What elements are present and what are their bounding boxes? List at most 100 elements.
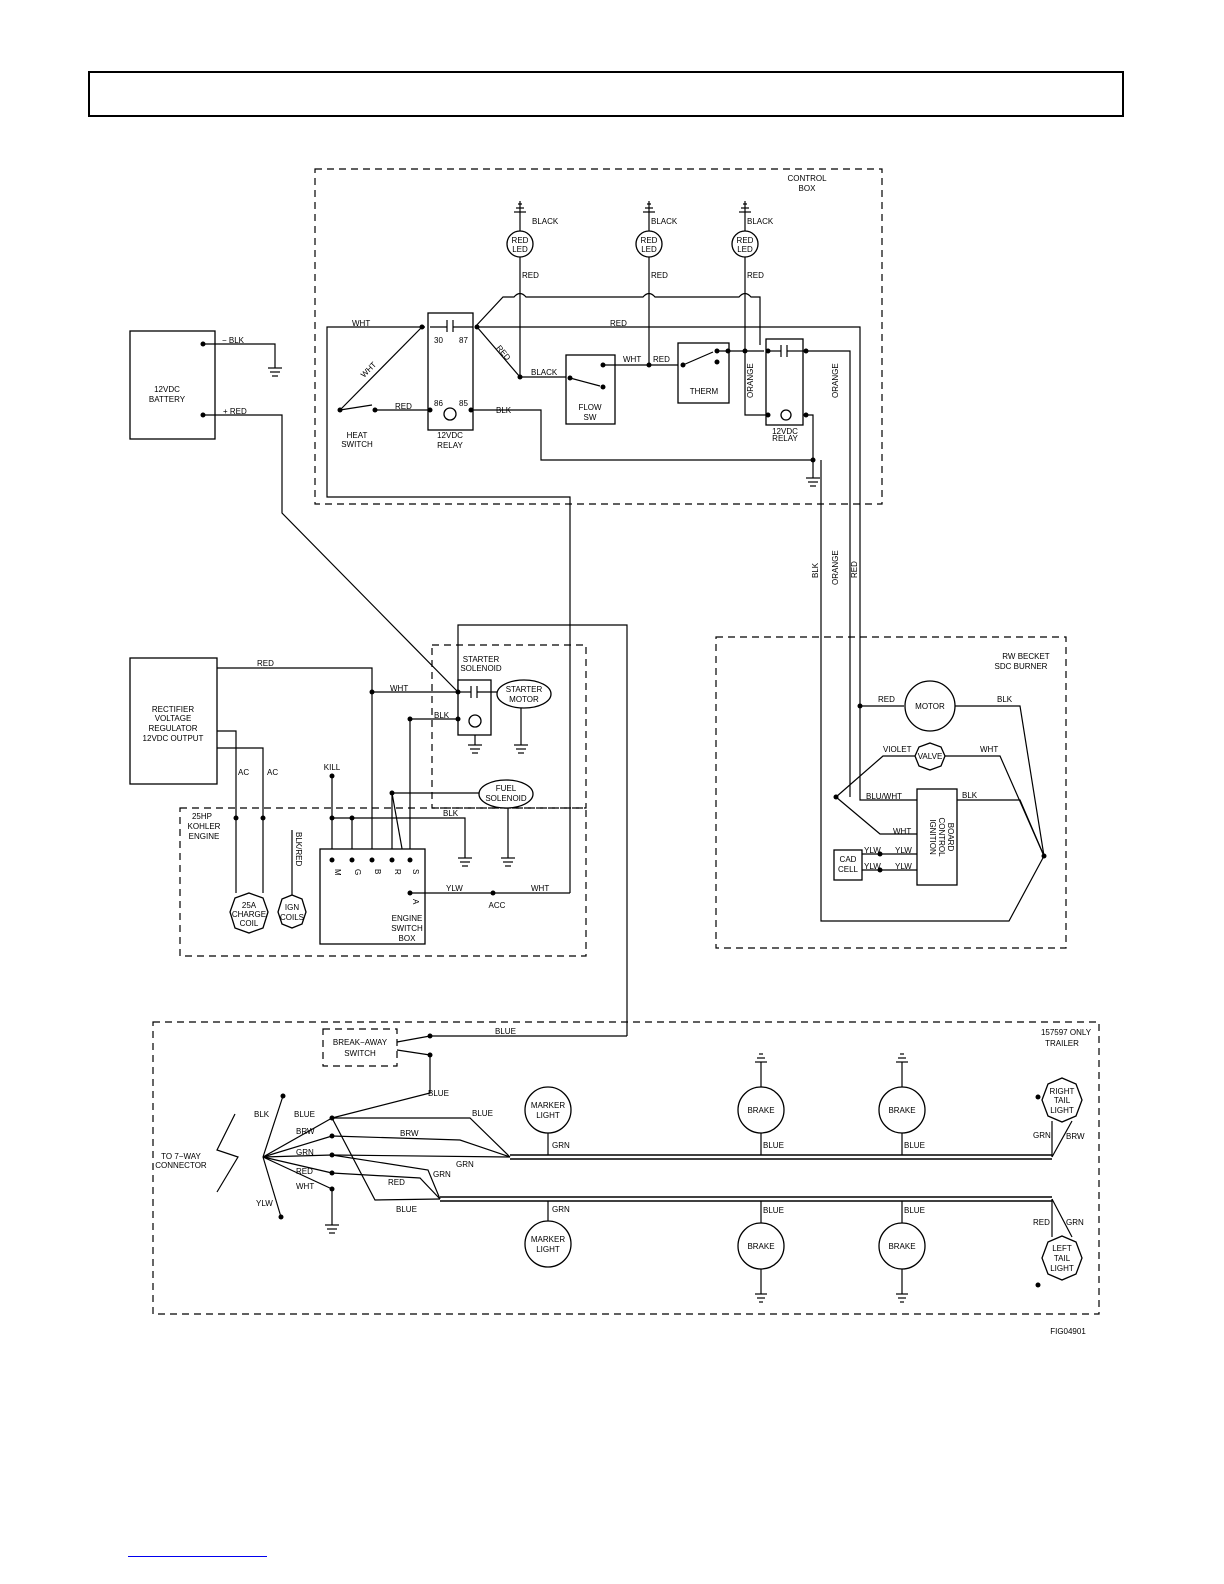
trailer: 157597 ONLY TRAILER BREAK−AWAY SWITCH BL… <box>152 1021 1100 1315</box>
control-box-border <box>314 168 883 505</box>
cad-ylw-2: YLW <box>864 862 881 871</box>
led-1: RED LED BLACK RED <box>506 201 559 280</box>
rectifier-label-2: VOLTAGE <box>155 714 192 723</box>
cad-cell-label-2: CELL <box>838 865 859 874</box>
trailer-blue-left: BLUE <box>294 1110 315 1119</box>
trailer-blue-top: BLUE <box>495 1027 516 1036</box>
flow-switch <box>565 354 616 425</box>
burner-wht-valve: WHT <box>980 745 998 754</box>
burner-blk-motor: BLK <box>997 695 1013 704</box>
pin-a: A <box>411 899 420 905</box>
fuel-solenoid-label-2: SOLENOID <box>485 794 527 803</box>
relay-pin-30: 30 <box>434 336 443 345</box>
cb-red-diag: RED <box>494 344 512 363</box>
left-tail-label-3: LIGHT <box>1050 1264 1074 1273</box>
trailer-title-1: 157597 ONLY <box>1041 1028 1092 1037</box>
engine-title-3: ENGINE <box>189 832 220 841</box>
cad-ylw-1: YLW <box>864 846 881 855</box>
relay-pin-86: 86 <box>434 399 443 408</box>
footer-link-underline <box>128 1556 267 1557</box>
engine-blk-red: BLK/RED <box>294 832 303 866</box>
trailer-brw-bus: BRW <box>400 1129 419 1138</box>
starter-solenoid-label-1: STARTER <box>463 655 500 664</box>
trailer-ylw: YLW <box>256 1199 273 1208</box>
pin-s: S <box>411 869 420 874</box>
relay-pin-85: 85 <box>459 399 468 408</box>
led-2-label-1: RED <box>641 236 658 245</box>
right-tail-brw: BRW <box>1066 1132 1085 1141</box>
control-box-title-1: CONTROL <box>787 174 827 183</box>
pin-b: B <box>373 869 382 874</box>
led-2-black: BLACK <box>651 217 678 226</box>
trailer-red-left: RED <box>296 1167 313 1176</box>
battery-label-2: BATTERY <box>149 395 186 404</box>
starter-blk: BLK <box>434 711 450 720</box>
valve-label: VALVE <box>918 752 943 761</box>
heat-switch-label-2: SWITCH <box>341 440 373 449</box>
burner-blk-board: BLK <box>962 791 978 800</box>
right-tail-grn: GRN <box>1033 1131 1051 1140</box>
trailer-blue-diag: BLUE <box>428 1089 449 1098</box>
engine-title-2: KOHLER <box>188 822 221 831</box>
left-tail-grn: GRN <box>1066 1218 1084 1227</box>
led-3-label-1: RED <box>737 236 754 245</box>
board-label-2: CONTROL <box>937 817 946 857</box>
relay-pin-87: 87 <box>459 336 468 345</box>
breakaway-label-2: SWITCH <box>344 1049 376 1058</box>
flow-switch-label-2: SW <box>584 413 597 422</box>
burner-vert-blk: BLK <box>811 562 820 578</box>
breakaway-label-1: BREAK−AWAY <box>333 1038 388 1047</box>
charge-coil-label-1: 25A <box>242 901 257 910</box>
control-box: CONTROL BOX RED LED BLACK RED RED LED BL… <box>314 168 1045 922</box>
left-tail-label-2: TAIL <box>1054 1254 1071 1263</box>
trailer-grn-left: GRN <box>296 1148 314 1157</box>
battery-pos-label: + RED <box>223 407 247 416</box>
trailer-wht-left: WHT <box>296 1182 314 1191</box>
engine-kill: KILL <box>324 763 341 772</box>
ign-coils-label-2: COILS <box>280 913 304 922</box>
rectifier: RECTIFIER VOLTAGE REGULATOR 12VDC OUTPUT… <box>129 657 373 893</box>
cb-wht-diag: WHT <box>359 360 378 379</box>
burner-relay-label-2: RELAY <box>772 434 798 443</box>
cb-orange-2: ORANGE <box>831 363 840 398</box>
led-3: RED LED BLACK RED <box>731 201 774 280</box>
burner-wht-board: WHT <box>893 827 911 836</box>
cb-black-flow: BLACK <box>531 368 558 377</box>
brake-top-2-label: BRAKE <box>888 1106 915 1115</box>
engine-wht: WHT <box>531 884 549 893</box>
cb-red-therm: RED <box>653 355 670 364</box>
cad-ylw-3: YLW <box>895 846 912 855</box>
engine-switch-label-1: ENGINE <box>392 914 423 923</box>
heat-switch-label-1: HEAT <box>347 431 368 440</box>
led-3-red: RED <box>747 271 764 280</box>
burner-relay-label-1: 12VDC <box>772 427 798 436</box>
trailer-grn-diag: GRN <box>433 1170 451 1179</box>
engine-title-1: 25HP <box>192 812 212 821</box>
engine-ylw: YLW <box>446 884 463 893</box>
fuel-solenoid-label-1: FUEL <box>496 784 517 793</box>
brake-bottom-1-blue: BLUE <box>763 1206 784 1215</box>
burner-title-1: RW BECKET <box>1002 652 1050 661</box>
cb-red-top: RED <box>610 319 627 328</box>
connector-label-2: CONNECTOR <box>155 1161 207 1170</box>
cad-cell-label-1: CAD <box>840 855 857 864</box>
trailer-brw-left: BRW <box>296 1127 315 1136</box>
led-2-label-2: LED <box>641 245 657 254</box>
rectifier-label-4: 12VDC OUTPUT <box>143 734 204 743</box>
led-2-red: RED <box>651 271 668 280</box>
cb-red-heat: RED <box>395 402 412 411</box>
starter-solenoid-label-2: SOLENOID <box>460 664 502 673</box>
connector-label-1: TO 7−WAY <box>161 1152 201 1161</box>
led-3-label-2: LED <box>737 245 753 254</box>
led-1-black: BLACK <box>532 217 559 226</box>
cb-blk-85: BLK <box>496 406 512 415</box>
engine-switch-box <box>319 848 426 945</box>
ignition-control-board <box>916 788 958 886</box>
led-1-red: RED <box>522 271 539 280</box>
marker-top-label-1: MARKER <box>531 1101 565 1110</box>
main-relay-label-2: RELAY <box>437 441 463 450</box>
marker-bottom-grn: GRN <box>552 1205 570 1214</box>
engine-acc: ACC <box>489 901 506 910</box>
engine-switch-label-2: SWITCH <box>391 924 423 933</box>
